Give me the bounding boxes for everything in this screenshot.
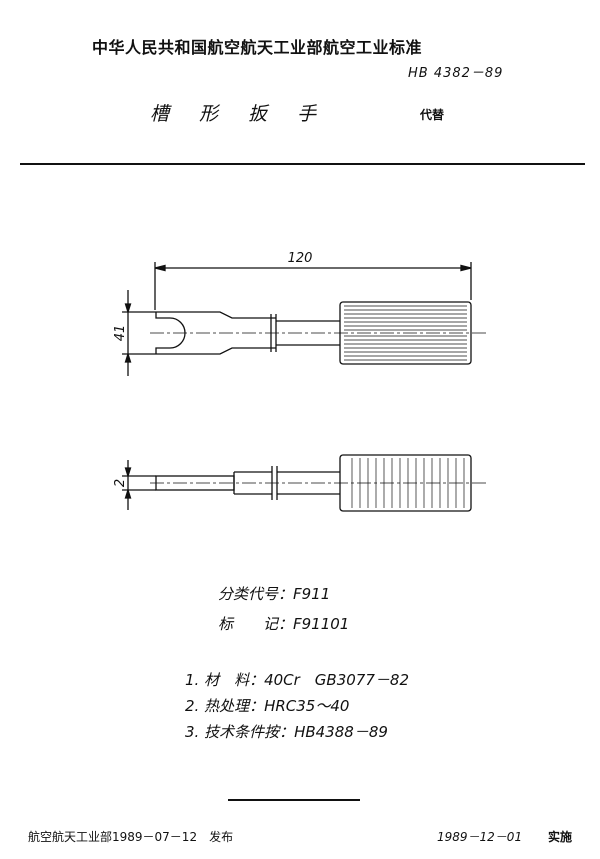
dimension-length: 120	[288, 251, 313, 266]
footer-effective-date: 1989－12－01	[437, 830, 523, 844]
classification-mark: 标 记：F91101	[218, 615, 350, 633]
standard-number: HB 4382－89	[408, 66, 504, 81]
side-handle-knurl	[351, 458, 465, 508]
end-rule	[228, 799, 360, 801]
dimension-thickness: 2	[113, 479, 128, 487]
requirement-heat-treatment: 2. 热处理：HRC35～40	[185, 697, 350, 715]
side-view	[122, 454, 486, 512]
wrench-technical-drawing: 120 41 2	[113, 251, 486, 512]
requirement-technical-conditions: 3. 技术条件按：HB4388－89	[185, 723, 388, 741]
classification-code: 分类代号：F911	[218, 585, 331, 603]
footer-implement: 实施	[548, 830, 573, 844]
standard-organization: 中华人民共和国航空航天工业部航空工业标准	[92, 38, 423, 57]
document-title: 槽 形 扳 手	[150, 103, 329, 125]
top-view	[122, 262, 486, 376]
dimension-width: 41	[113, 325, 128, 342]
header-divider	[20, 163, 585, 165]
requirement-material: 1. 材 料：40Cr GB3077－82	[185, 671, 409, 689]
footer-issued: 航空航天工业部1989－07－12 发布	[28, 830, 234, 844]
replaces-label: 代替	[420, 108, 445, 122]
top-handle-knurl	[344, 305, 467, 361]
